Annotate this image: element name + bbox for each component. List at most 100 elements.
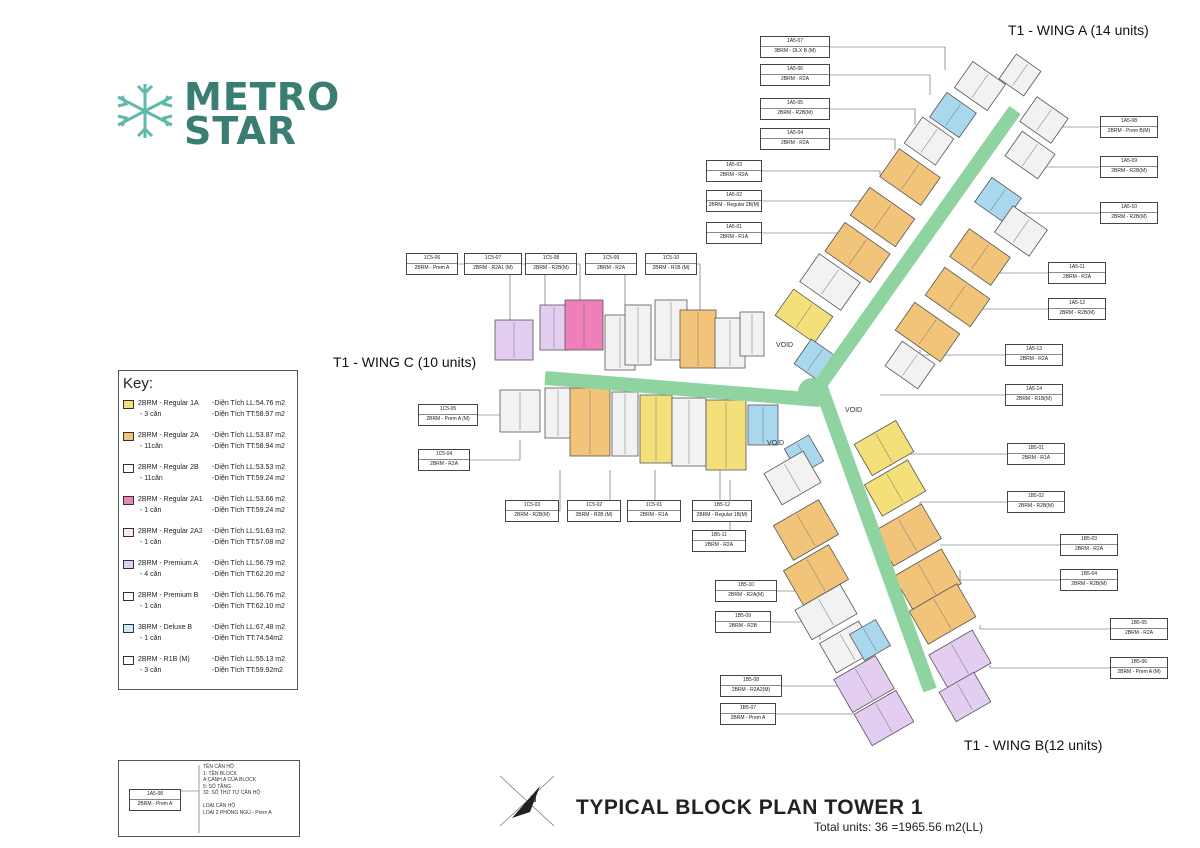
room-divider xyxy=(1012,64,1028,86)
leader-line xyxy=(959,570,1060,581)
key-type-name: 2BRM - R1B (M)- 3 căn xyxy=(138,656,190,674)
total-units: Total units: 36 =1965.56 m2(LL) xyxy=(814,820,984,834)
legend-note: LOẠI CĂN HỘ xyxy=(203,803,236,809)
room-divider xyxy=(933,599,952,629)
key-area: -Diện Tích LL:55.13 m2-Diện Tích TT:59.9… xyxy=(212,656,286,674)
leader-line xyxy=(919,501,1007,510)
room-divider xyxy=(873,204,892,230)
leader-line xyxy=(830,46,946,70)
unit-type: 2BRM - R2A1 (M) xyxy=(473,265,513,271)
room-divider xyxy=(855,669,873,699)
unit-code: 1C5-02 xyxy=(568,501,620,511)
plan-title: TYPICAL BLOCK PLAN TOWER 1 xyxy=(576,796,924,819)
leader-line xyxy=(1059,126,1100,130)
unit-code: 1A5-14 xyxy=(1006,385,1062,395)
room-divider xyxy=(901,164,919,190)
room-divider xyxy=(875,434,893,462)
key-legend: Key: 2BRM - Regular 1A- 3 căn-Diện Tích … xyxy=(118,370,298,690)
unit-type: 2BRM - R2B (M) xyxy=(575,512,613,518)
room-divider xyxy=(784,464,801,492)
compass-icon: N xyxy=(499,775,555,827)
unit-type: 2BRM - Regular 1B(M) xyxy=(696,512,748,518)
unit-type: 3BRM - DLX B (M) xyxy=(774,48,816,54)
unit-code: 1A5-04 xyxy=(761,129,829,139)
unit-type: 2BRM - R2B(M) xyxy=(1071,581,1107,587)
unit-type: 2BRM - R2B(M) xyxy=(1018,503,1054,509)
legend-sample-code: 1A5-08 xyxy=(130,790,180,800)
unit-type: 2BRM - R2A xyxy=(719,172,749,178)
leader-line xyxy=(762,200,861,202)
room-divider xyxy=(875,704,893,732)
key-swatch xyxy=(123,400,134,409)
unit-code: 1A5-05 xyxy=(761,99,829,109)
unit-code: 1C5-05 xyxy=(419,405,477,415)
unit-code: 1B5-05 xyxy=(1111,619,1167,629)
void-label-3: VOID xyxy=(767,440,784,447)
unit-type: 2BRM - Prem A (M) xyxy=(1117,669,1161,675)
key-area: -Diện Tích LL:53.53 m2-Diện Tích TT:59.2… xyxy=(212,464,286,482)
key-type-name: 3BRM - Deluxe B- 1 căn xyxy=(138,624,193,642)
unit-code: 1A5-03 xyxy=(707,161,761,171)
unit-code: 1B5-02 xyxy=(1008,492,1064,502)
room-divider xyxy=(902,354,918,376)
room-divider xyxy=(806,559,826,591)
key-type-name: 2BRM - Regular 2A2- 1 căn xyxy=(138,528,203,546)
leader-line xyxy=(999,270,1048,274)
key-type-name: 2BRM - Premium B- 1 căn xyxy=(138,592,199,610)
legend-bracket-lines xyxy=(181,765,200,833)
room-divider xyxy=(920,129,938,153)
room-divider xyxy=(951,644,969,674)
legend-note: 32: SỐ THỨ TỰ CĂN HỘ xyxy=(203,790,261,796)
key-area: -Diện Tích LL:53.66 m2-Diện Tích TT:59.2… xyxy=(212,496,286,514)
key-row: 3BRM - Deluxe B- 1 căn-Diện Tích LL:67.4… xyxy=(119,622,297,654)
unit-code: 1A5-01 xyxy=(707,223,761,233)
unit-type: 2BRM - R2A xyxy=(780,76,810,82)
unit-type: 2BRM - R2A(M) xyxy=(728,592,764,598)
unit-code: 1C5-04 xyxy=(419,450,469,460)
room-divider xyxy=(1012,219,1030,243)
leader-line xyxy=(1019,210,1100,214)
room-divider xyxy=(1022,144,1038,166)
unit-type: 2BRM - Prem B(M) xyxy=(1107,128,1151,134)
key-row: 2BRM - Regular 2A2- 1 căn -Diện Tích LL:5… xyxy=(119,526,297,558)
room-divider xyxy=(848,239,867,266)
unit-code: 1C5-06 xyxy=(407,254,457,264)
legend-note: A:CÁNH A CỦA BLOCK xyxy=(203,777,257,783)
leader-line xyxy=(899,453,1007,460)
leader-line xyxy=(762,230,841,234)
key-type-name: 2BRM - Regular 2B- 11căn xyxy=(138,464,199,482)
compass-north-label: N xyxy=(530,794,537,804)
room-divider xyxy=(945,104,961,126)
unit-code: 1A5-06 xyxy=(761,65,829,75)
room-divider xyxy=(971,74,989,98)
corridor-wing-b xyxy=(813,382,937,693)
unit-type: 2BRM - Prem A xyxy=(730,715,766,721)
key-area: -Diện Tích LL:51.63 m2-Diện Tích TT:57.0… xyxy=(212,528,286,546)
wing-c-title: T1 - WING C (10 units) xyxy=(333,354,477,370)
room-divider xyxy=(918,564,937,596)
unit-type: 2BRM - R2B(M) xyxy=(1059,310,1095,316)
room-divider xyxy=(957,683,973,711)
leader-line xyxy=(577,263,581,300)
key-area: -Diện Tích LL:56.76 m2-Diện Tích TT:62.1… xyxy=(212,592,286,610)
corridor-hub xyxy=(798,378,826,406)
unit-code: 1A5-12 xyxy=(1049,299,1105,309)
key-row: 2BRM - Regular 2A- 11căn-Diện Tích LL:53… xyxy=(119,430,297,462)
logo-mark-icon xyxy=(117,84,173,138)
